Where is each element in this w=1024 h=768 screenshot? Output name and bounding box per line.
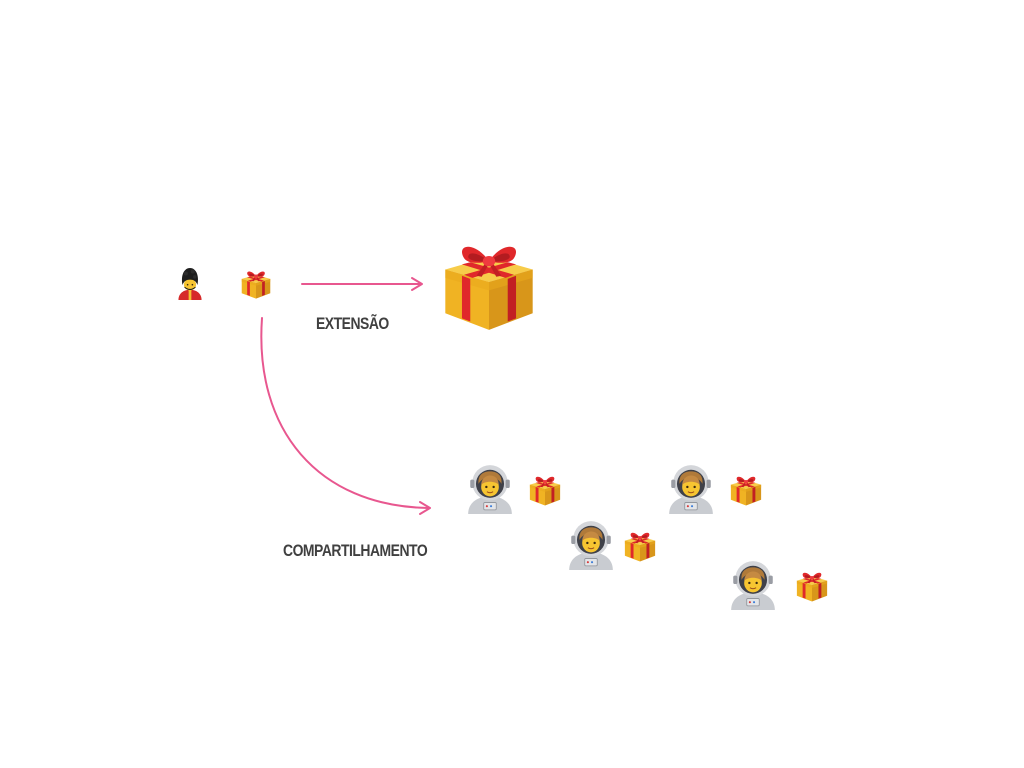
large-gift-icon <box>436 230 542 334</box>
gift-icon <box>794 567 830 603</box>
astronaut-icon <box>727 558 779 610</box>
astronaut-icon <box>464 462 516 514</box>
gift-icon <box>622 527 658 563</box>
astronaut-icon <box>565 518 617 570</box>
sharing-arrowhead <box>419 501 431 515</box>
sharing-label: COMPARTILHAMENTO <box>283 541 428 560</box>
guard-icon <box>173 264 207 302</box>
extension-label: EXTENSÃO <box>316 314 389 333</box>
astronaut-icon <box>665 462 717 514</box>
gift-icon <box>728 471 764 507</box>
sharing-arrow <box>260 317 429 509</box>
gift-icon <box>239 266 273 300</box>
gift-icon <box>527 471 563 507</box>
extension-arrowhead <box>411 277 423 291</box>
